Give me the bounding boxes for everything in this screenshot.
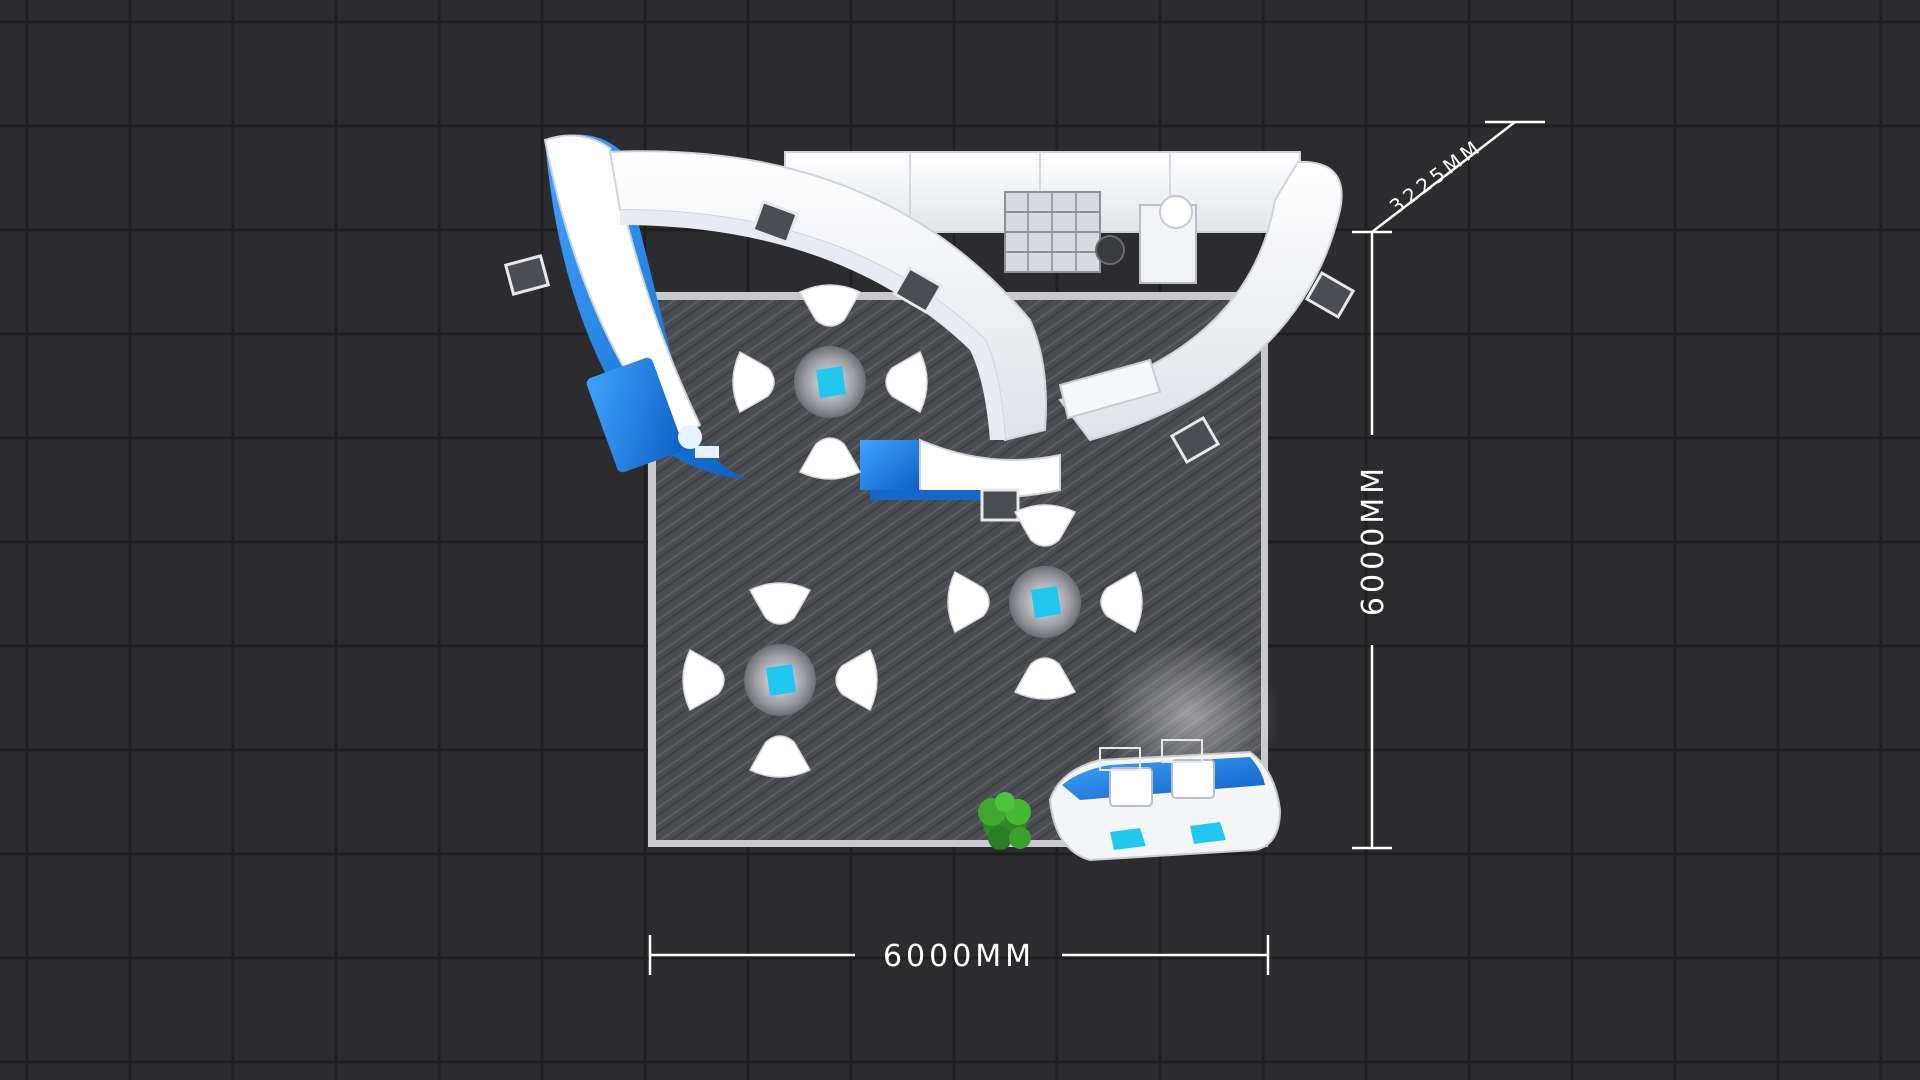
chair-icon (1013, 657, 1077, 700)
chair-icon (947, 570, 990, 634)
table-set (947, 504, 1143, 700)
reception-desk (1048, 739, 1282, 862)
monitor-icon (980, 488, 1020, 522)
table-icon (1009, 566, 1081, 638)
monitor-icon (751, 199, 799, 245)
center-arc-wall (608, 150, 1047, 442)
back-counter (1139, 195, 1197, 284)
chair-icon (835, 648, 878, 712)
chair-icon (748, 582, 812, 625)
table-set (732, 284, 928, 480)
chair-icon (798, 284, 862, 327)
table-set (682, 582, 878, 778)
chair-icon (1013, 504, 1077, 547)
left-curved-wall (543, 134, 750, 480)
right-curved-wall (1058, 160, 1343, 442)
desk-chair-2 (1161, 739, 1215, 799)
width-label: 6000MM (883, 939, 1035, 974)
depth-label: 6000MM (1356, 464, 1391, 616)
table-icon (794, 346, 866, 418)
trash-bin (1095, 235, 1125, 265)
height-label: 3225MM (1385, 134, 1487, 219)
table-sets (682, 284, 1143, 778)
monitor-icon (503, 254, 551, 296)
monitor-icon (1169, 415, 1221, 465)
chair-icon (732, 350, 775, 414)
chair-icon (748, 735, 812, 778)
width-dimension: 6000MM (648, 935, 1270, 975)
chair-icon (1100, 570, 1143, 634)
monitor-icon (892, 265, 944, 315)
chair-icon (798, 437, 862, 480)
plant-icon (978, 792, 1031, 850)
height-dimension: 3225MM (1371, 120, 1545, 233)
storage-shelf (1004, 191, 1101, 273)
monitors (503, 199, 1356, 522)
center-lightbox-counter (860, 438, 1061, 500)
monitor-icon (1304, 270, 1356, 320)
desk-chair-1 (1099, 747, 1153, 807)
chair-icon (885, 350, 928, 414)
chair-icon (682, 648, 725, 712)
table-icon (744, 644, 816, 716)
depth-dimension: 6000MM (1352, 230, 1392, 850)
